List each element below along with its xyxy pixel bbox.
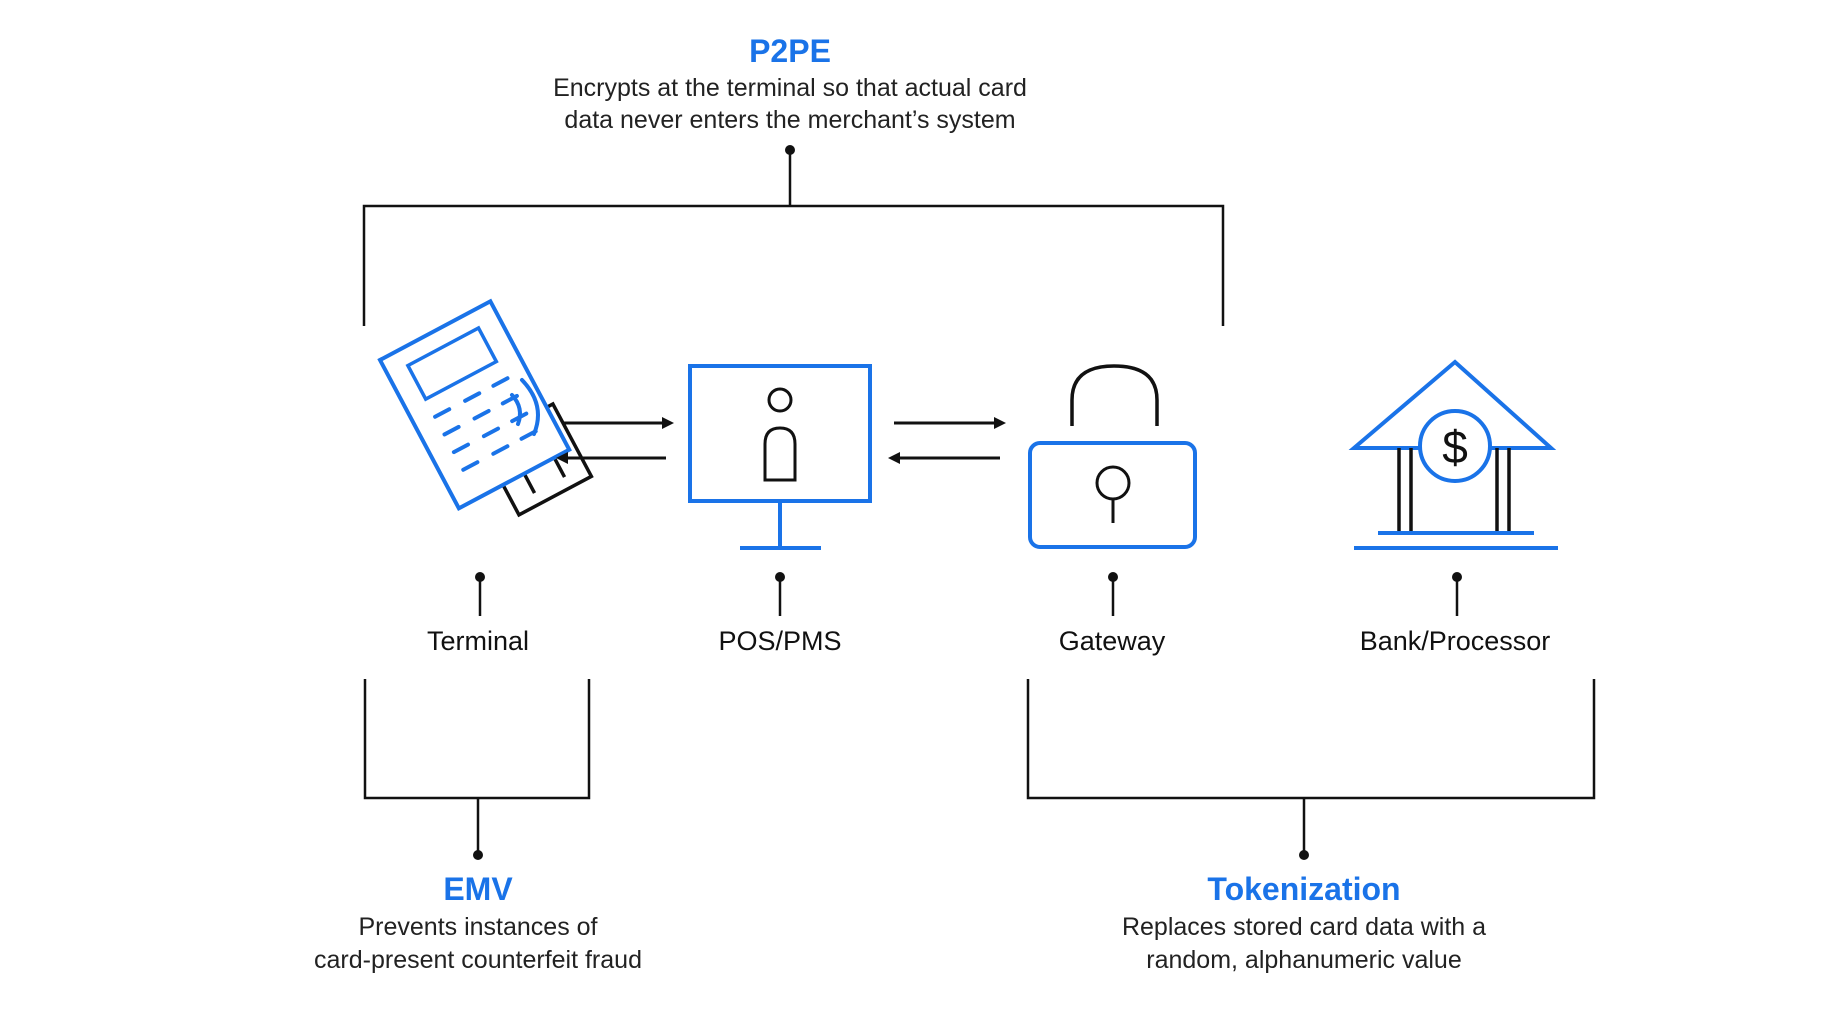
p2pe-description-line-2: data never enters the merchant’s system: [564, 106, 1015, 134]
emv-title: EMV: [443, 871, 513, 907]
node-pos-pms: POS/PMS: [718, 572, 842, 656]
node-bank-processor: Bank/Processor: [1360, 572, 1551, 656]
contactless-waves-icon: [510, 378, 540, 436]
pos-pms-label: POS/PMS: [718, 626, 841, 656]
tokenization-description-line-2: random, alphanumeric value: [1146, 946, 1461, 974]
dollar-sign: $: [1442, 421, 1468, 473]
computer-monitor-user-icon: [688, 364, 872, 550]
emv-bracket: [363, 679, 591, 860]
node-gateway: Gateway: [1059, 572, 1166, 656]
emv-section: EMV Prevents instances of card-present c…: [314, 679, 642, 974]
padlock-icon: [1028, 364, 1197, 549]
tokenization-bracket: [1026, 679, 1596, 860]
card-terminal-icon: [377, 298, 594, 518]
terminal-pos-arrows: [556, 417, 674, 464]
bank-processor-label: Bank/Processor: [1360, 626, 1551, 656]
p2pe-description-line-1: Encrypts at the terminal so that actual …: [553, 74, 1027, 102]
node-terminal: Terminal: [427, 572, 529, 656]
emv-description-line-1: Prevents instances of: [358, 913, 597, 941]
emv-bracket-dot: [473, 850, 483, 860]
bank-dollar-icon: $: [1348, 359, 1558, 550]
tokenization-section: Tokenization Replaces stored card data w…: [1026, 679, 1596, 974]
tokenization-description-line-1: Replaces stored card data with a: [1122, 913, 1486, 941]
tokenization-bracket-dot: [1299, 850, 1309, 860]
pos-gateway-arrows: [888, 417, 1006, 464]
gateway-label: Gateway: [1059, 626, 1166, 656]
tokenization-title: Tokenization: [1207, 871, 1400, 907]
emv-description-line-2: card-present counterfeit fraud: [314, 946, 642, 974]
terminal-label: Terminal: [427, 626, 529, 656]
p2pe-bracket: [362, 145, 1225, 326]
p2pe-section: P2PE Encrypts at the terminal so that ac…: [362, 33, 1225, 326]
p2pe-title: P2PE: [749, 33, 831, 69]
